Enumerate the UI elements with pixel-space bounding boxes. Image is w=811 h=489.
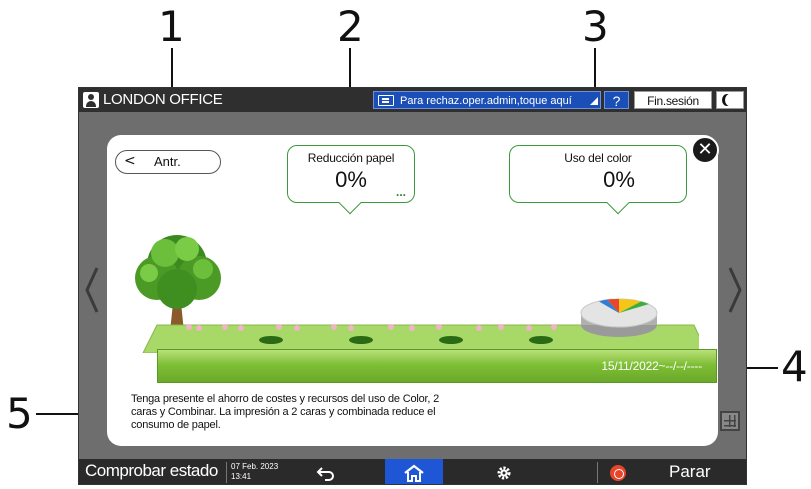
color-usage-title: Uso del color — [564, 151, 632, 165]
previous-page-arrow-icon[interactable] — [85, 266, 99, 314]
home-button[interactable] — [385, 459, 443, 484]
time-label: 13:41 — [231, 472, 252, 481]
back-button[interactable]: < Antr. — [115, 150, 221, 174]
night-mode-icon[interactable] — [716, 91, 744, 109]
date-range: 15/11/2022~--/--/---- — [601, 359, 702, 373]
date-time: 07 Feb. 2023 13:41 — [231, 462, 278, 482]
stop-icon[interactable] — [610, 465, 626, 481]
help-button[interactable]: ? — [604, 91, 629, 109]
callout-line-5 — [36, 413, 88, 415]
app-grid-icon[interactable] — [720, 411, 740, 431]
gear-icon[interactable] — [489, 459, 519, 484]
admin-message-label: Para rechaz.oper.admin,toque aquí — [400, 95, 572, 107]
callout-number-3: 3 — [582, 2, 609, 51]
bubble-tail — [338, 191, 362, 215]
admin-message-button[interactable]: Para rechaz.oper.admin,toque aquí — [373, 91, 601, 109]
chevron-left-icon: < — [124, 153, 136, 169]
logout-button[interactable]: Fin.sesión — [634, 91, 712, 109]
top-bar: LONDON OFFICE Para rechaz.oper.admin,toq… — [79, 88, 746, 112]
check-status-button[interactable]: Comprobar estado — [85, 461, 218, 480]
user-icon[interactable] — [83, 92, 99, 108]
message-icon — [378, 95, 394, 106]
home-icon — [404, 464, 424, 482]
device-screen: LONDON OFFICE Para rechaz.oper.admin,toq… — [78, 87, 747, 485]
corner-triangle-icon — [590, 97, 598, 105]
bottom-bar: Comprobar estado 07 Feb. 2023 13:41 Para… — [79, 459, 746, 484]
return-icon[interactable] — [311, 459, 341, 484]
ground-surface — [142, 324, 699, 353]
tree-illustration — [135, 235, 221, 341]
stop-button[interactable]: Parar — [669, 462, 711, 481]
callout-number-5: 5 — [6, 389, 33, 438]
divider — [226, 462, 227, 483]
ground-front: 15/11/2022~--/--/---- — [157, 349, 717, 383]
office-name[interactable]: LONDON OFFICE — [103, 91, 223, 108]
color-pie-illustration — [580, 298, 658, 337]
color-usage-bubble[interactable]: Uso del color 0% — [509, 145, 687, 215]
callout-number-1: 1 — [158, 2, 185, 51]
callout-number-4: 4 — [781, 342, 808, 391]
date-label: 07 Feb. 2023 — [231, 462, 279, 471]
paper-reduction-value: 0% — [335, 167, 367, 192]
paper-reduction-bubble[interactable]: Reducción papel 0% ... — [287, 145, 415, 215]
bubble-tail — [606, 191, 630, 215]
back-label: Antr. — [154, 154, 181, 169]
more-icon: ... — [395, 185, 406, 199]
divider — [597, 462, 598, 483]
paper-reduction-title: Reducción papel — [307, 151, 395, 165]
eco-info-panel: < Antr. Reducción papel 0% ... Uso del c… — [107, 135, 718, 446]
close-icon[interactable]: ✕ — [691, 136, 719, 164]
eco-message: Tenga presente el ahorro de costes y rec… — [131, 393, 440, 431]
color-usage-value: 0% — [603, 167, 635, 192]
callout-number-2: 2 — [337, 2, 364, 51]
next-page-arrow-icon[interactable] — [728, 266, 742, 314]
